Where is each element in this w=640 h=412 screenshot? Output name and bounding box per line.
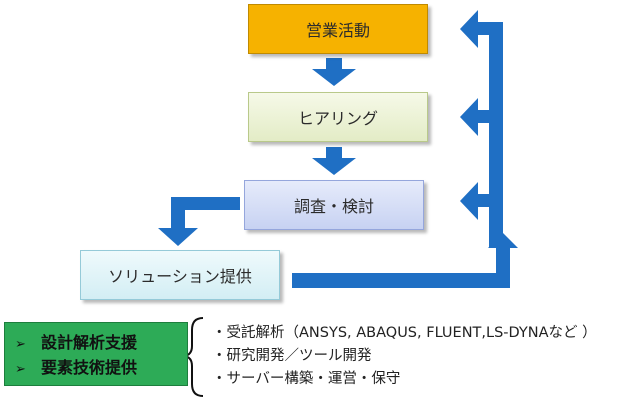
step-sales-activity: 営業活動 (248, 4, 428, 54)
detail-item: ・サーバー構築・運営・保守 (212, 371, 401, 387)
left-arrow-to-sales (460, 10, 503, 48)
detail-item: ・受託解析（ANSYS, ABAQUS, FLUENT,LS-DYNAなど ） (212, 325, 597, 341)
arrow-bullet-icon: ➢ (15, 362, 26, 377)
service-item: ➢ 要素技術提供 (15, 355, 187, 380)
service-item-label: 要素技術提供 (41, 358, 138, 377)
left-arrow-to-hearing (460, 98, 492, 136)
step-survey-review: 調査・検討 (244, 180, 424, 230)
bent-arrow-survey-to-solution (158, 197, 240, 246)
down-arrow-2 (312, 147, 356, 175)
detail-list: ・受託解析（ANSYS, ABAQUS, FLUENT,LS-DYNAなど ） … (212, 322, 632, 391)
step-solution-delivery: ソリューション提供 (80, 250, 280, 300)
service-item: ➢ 設計解析支援 (15, 330, 187, 355)
down-arrow-1 (312, 58, 356, 86)
step-hearing: ヒアリング (248, 92, 428, 142)
step-survey-review-label: 調査・検討 (293, 197, 374, 216)
services-box: ➢ 設計解析支援 ➢ 要素技術提供 (4, 322, 188, 386)
step-solution-delivery-label: ソリューション提供 (108, 267, 252, 286)
step-sales-activity-label: 営業活動 (305, 21, 370, 40)
step-hearing-label: ヒアリング (297, 109, 378, 128)
return-line (292, 245, 510, 288)
right-column-bar (489, 28, 503, 248)
service-item-label: 設計解析支援 (41, 333, 138, 352)
arrow-bullet-icon: ➢ (15, 337, 26, 352)
left-arrow-to-survey (460, 182, 492, 220)
detail-item: ・研究開発／ツール開発 (212, 348, 372, 364)
